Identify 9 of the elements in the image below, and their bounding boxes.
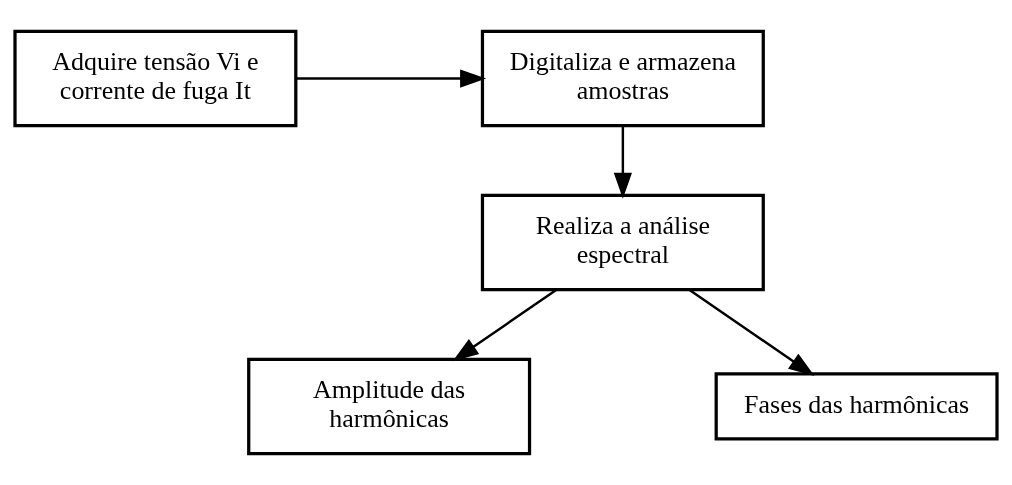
arrow <box>452 288 558 362</box>
node-box: Amplitude das harmônicas <box>247 357 532 456</box>
node-box: Digitaliza e armazena amostras <box>480 29 765 128</box>
arrow <box>613 125 632 199</box>
node-box: Fases das harmônicas <box>714 372 999 441</box>
arrow <box>296 69 487 88</box>
arrow <box>688 288 815 376</box>
node-box: Adquire tensão Vi e corrente de fuga It <box>13 29 298 128</box>
node-box: Realiza a análise espectral <box>480 193 765 292</box>
